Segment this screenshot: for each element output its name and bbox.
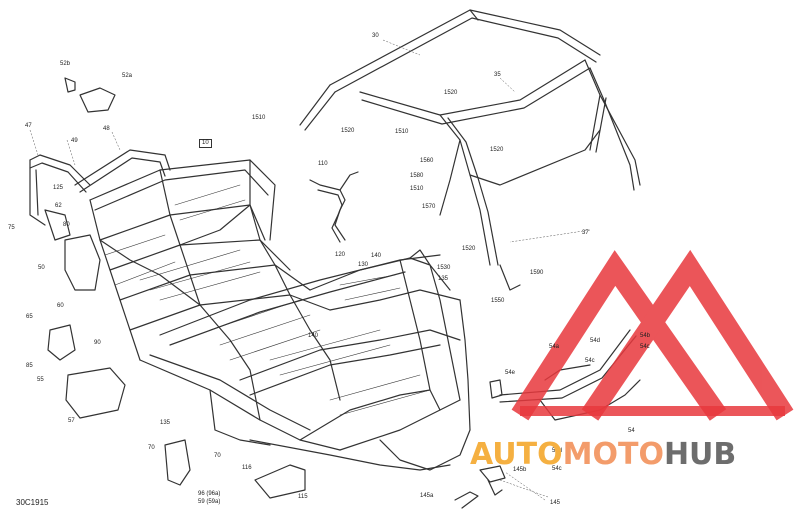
- front-upper-bar: [74, 149, 171, 193]
- callout-140-mid[interactable]: 140: [308, 333, 319, 339]
- callout-54[interactable]: 54: [628, 428, 635, 434]
- callout-1560[interactable]: 1560: [420, 158, 434, 164]
- callout-110[interactable]: 110: [318, 161, 328, 167]
- callout-1520-c[interactable]: 1520: [490, 147, 504, 153]
- callout-62[interactable]: 62: [55, 203, 62, 209]
- callout-1510-mid[interactable]: 1510: [395, 129, 409, 135]
- callout-30[interactable]: 30: [372, 33, 379, 39]
- callout-49[interactable]: 49: [71, 138, 78, 144]
- callout-70-left[interactable]: 70: [148, 445, 155, 451]
- callout-1520-a[interactable]: 1520: [341, 128, 355, 134]
- callout-135-left[interactable]: 135: [160, 420, 171, 426]
- callout-145[interactable]: 145: [550, 500, 561, 506]
- callout-1550[interactable]: 1550: [491, 298, 505, 304]
- callout-37[interactable]: 37: [582, 230, 589, 236]
- callout-47[interactable]: 47: [25, 123, 32, 129]
- roll-cage-top: [299, 9, 601, 131]
- callout-96[interactable]: 96 (96a): [198, 491, 221, 497]
- watermark-wordmark: AUTOMOTOHUB: [470, 437, 736, 472]
- watermark-hub: HUB: [663, 437, 737, 472]
- callout-60[interactable]: 60: [57, 303, 64, 309]
- callout-1520-b[interactable]: 1520: [444, 90, 458, 96]
- callout-54b[interactable]: 54b: [640, 333, 651, 339]
- roll-cage-rear-bar: [359, 59, 641, 191]
- callout-52b[interactable]: 52b: [60, 61, 71, 67]
- tube-bracket-110: [309, 171, 359, 243]
- callout-35[interactable]: 35: [494, 72, 501, 78]
- callout-115[interactable]: 115: [298, 494, 308, 500]
- callout-120[interactable]: 120: [335, 252, 346, 258]
- callout-70-right[interactable]: 70: [214, 453, 221, 459]
- left-brackets: [44, 77, 306, 499]
- callout-52a[interactable]: 52a: [122, 73, 133, 79]
- callout-10[interactable]: 10: [199, 139, 212, 148]
- callout-140-top[interactable]: 140: [371, 253, 382, 259]
- callout-1530[interactable]: 1530: [437, 265, 451, 271]
- callout-54a[interactable]: 54a: [549, 344, 560, 350]
- watermark-auto: AUTO: [470, 437, 563, 472]
- callout-54d-bottom[interactable]: 54d: [552, 448, 563, 454]
- callout-75[interactable]: 75: [8, 225, 15, 231]
- main-chassis: [89, 159, 471, 471]
- callout-80[interactable]: 80: [63, 222, 70, 228]
- callout-1510-low[interactable]: 1510: [410, 186, 424, 192]
- watermark-triangle-base-icon: [520, 406, 785, 416]
- callout-54c-top[interactable]: 54c: [585, 358, 595, 364]
- callout-1580[interactable]: 1580: [410, 173, 424, 179]
- diagram-code: 30C1915: [16, 498, 49, 507]
- callout-54d[interactable]: 54d: [590, 338, 601, 344]
- callout-57[interactable]: 57: [68, 418, 75, 424]
- front-bumper: [29, 154, 91, 226]
- callout-65[interactable]: 65: [26, 314, 33, 320]
- callout-54e[interactable]: 54e: [505, 370, 516, 376]
- lower-fasteners: [454, 465, 506, 509]
- callout-54c-right[interactable]: 54c: [640, 344, 650, 350]
- watermark-moto: MOTO: [562, 437, 664, 472]
- callout-130[interactable]: 130: [358, 262, 369, 268]
- callout-145b[interactable]: 145b: [513, 467, 527, 473]
- callout-1510-left[interactable]: 1510: [252, 115, 266, 121]
- leader-lines: [29, 39, 591, 501]
- roll-cage-side-tubes: [439, 114, 601, 291]
- callout-1570[interactable]: 1570: [422, 204, 436, 210]
- callout-54c-bottom[interactable]: 54c: [552, 466, 562, 472]
- callout-116[interactable]: 116: [242, 465, 252, 471]
- callout-145a[interactable]: 145a: [420, 493, 434, 499]
- callout-90[interactable]: 90: [94, 340, 101, 346]
- frame-details: [104, 184, 431, 416]
- callout-135-right[interactable]: 135: [438, 276, 449, 282]
- callout-55[interactable]: 55: [37, 377, 44, 383]
- callout-1590[interactable]: 1590: [530, 270, 544, 276]
- callout-59[interactable]: 59 (59a): [198, 499, 221, 505]
- callout-1520-d[interactable]: 1520: [462, 246, 476, 252]
- callout-50[interactable]: 50: [38, 265, 45, 271]
- callout-48[interactable]: 48: [103, 126, 110, 132]
- callout-85[interactable]: 85: [26, 363, 33, 369]
- watermark-logo-icon: [511, 249, 794, 421]
- callout-125[interactable]: 125: [53, 185, 64, 191]
